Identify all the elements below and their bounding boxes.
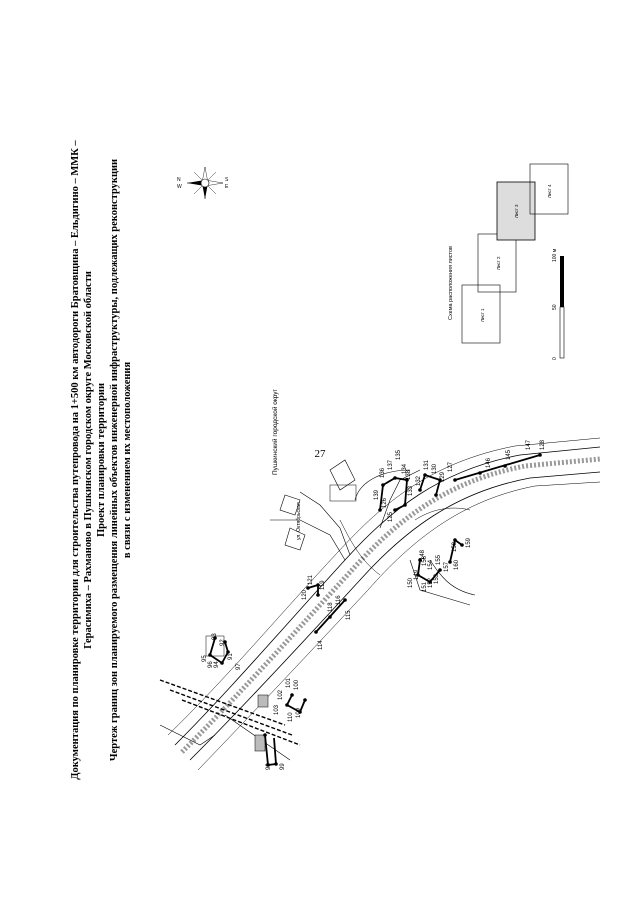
point-number-labels: 93 92 95 96 94 91 97 100 101 102 103 109… bbox=[202, 439, 546, 770]
pt-159: 159 bbox=[466, 537, 472, 548]
sheet-1-label: Лист 1 bbox=[480, 308, 485, 322]
pt-130: 130 bbox=[432, 463, 438, 474]
pt-131: 131 bbox=[424, 459, 430, 470]
pt-109: 109 bbox=[296, 707, 302, 718]
scale-tick-0: 0 bbox=[552, 357, 558, 360]
scale-tick-100: 100 м bbox=[552, 248, 558, 262]
pt-115: 115 bbox=[346, 610, 352, 620]
sheet-1-box bbox=[461, 284, 501, 344]
pt-96: 96 bbox=[208, 661, 214, 668]
pt-156: 156 bbox=[422, 555, 428, 566]
pt-99: 99 bbox=[280, 763, 286, 770]
pt-146: 146 bbox=[486, 457, 492, 468]
pt-116: 116 bbox=[336, 595, 342, 605]
sheet-scheme: Схема расположения листов Лист 1 Лист 2 … bbox=[448, 163, 569, 344]
map-linework bbox=[159, 437, 601, 771]
pt-132: 132 bbox=[416, 475, 422, 486]
sheet-scheme-title: Схема расположения листов bbox=[448, 246, 454, 320]
pt-135: 135 bbox=[396, 449, 402, 460]
pt-129: 129 bbox=[440, 471, 446, 482]
scale-bar: 0 50 100 м bbox=[552, 248, 565, 360]
pt-145: 145 bbox=[506, 449, 512, 460]
sheet-4-box bbox=[529, 163, 569, 215]
pt-94: 94 bbox=[214, 661, 220, 668]
compass-west: W bbox=[177, 184, 182, 190]
pt-152: 152 bbox=[428, 577, 434, 588]
pt-127: 127 bbox=[448, 461, 454, 472]
pt-101: 101 bbox=[286, 677, 292, 688]
sheet-2-label: Лист 2 bbox=[496, 256, 501, 270]
pt-97: 97 bbox=[236, 663, 242, 670]
boundary-points bbox=[208, 453, 542, 767]
pt-121: 121 bbox=[308, 574, 314, 585]
zone-boundaries bbox=[208, 454, 541, 767]
pt-114: 114 bbox=[318, 640, 324, 650]
pt-118: 118 bbox=[328, 602, 334, 612]
pt-139: 139 bbox=[374, 489, 380, 500]
compass-rose: N W S E bbox=[177, 166, 229, 199]
pt-125: 125 bbox=[388, 511, 394, 522]
sheet-4-label: Лист 4 bbox=[547, 184, 552, 198]
pt-95: 95 bbox=[202, 655, 208, 662]
pt-98: 98 bbox=[266, 763, 272, 770]
pt-154: 154 bbox=[428, 559, 434, 570]
pt-91: 91 bbox=[228, 653, 234, 660]
pt-151: 151 bbox=[422, 581, 428, 592]
pt-160: 160 bbox=[454, 559, 460, 570]
pt-110: 110 bbox=[288, 712, 294, 722]
pt-134: 134 bbox=[402, 463, 408, 474]
compass-east: E bbox=[225, 184, 229, 190]
pt-147: 147 bbox=[526, 439, 532, 450]
street-label: ул. Октябрьская bbox=[296, 502, 302, 540]
pt-102: 102 bbox=[278, 689, 284, 700]
pt-103: 103 bbox=[274, 704, 280, 715]
sheet-3-label: Лист 3 bbox=[514, 204, 519, 218]
scale-tick-50: 50 bbox=[552, 304, 558, 310]
pt-153: 153 bbox=[434, 573, 440, 584]
sheet-3-box bbox=[496, 181, 536, 241]
pt-93: 93 bbox=[212, 633, 218, 640]
pt-138: 138 bbox=[406, 469, 412, 480]
pt-126: 126 bbox=[382, 497, 388, 508]
compass-north: N bbox=[177, 177, 181, 183]
district-label: Пушкинский городской округ bbox=[271, 388, 279, 475]
page-number: 27 bbox=[314, 448, 326, 460]
pt-120: 120 bbox=[302, 589, 308, 600]
pt-155: 155 bbox=[436, 554, 442, 565]
pt-119: 119 bbox=[320, 580, 326, 590]
pt-92: 92 bbox=[220, 639, 226, 646]
pt-128: 128 bbox=[540, 439, 546, 450]
pt-133: 133 bbox=[408, 485, 414, 496]
pt-137: 137 bbox=[388, 459, 394, 470]
pt-149: 149 bbox=[414, 569, 420, 580]
compass-south: S bbox=[225, 177, 229, 183]
pt-148: 148 bbox=[420, 549, 426, 560]
pt-100: 100 bbox=[294, 679, 300, 690]
pt-157: 157 bbox=[444, 561, 450, 572]
pt-158: 158 bbox=[452, 541, 458, 552]
pt-136: 136 bbox=[380, 467, 386, 478]
pt-150: 150 bbox=[408, 577, 414, 588]
